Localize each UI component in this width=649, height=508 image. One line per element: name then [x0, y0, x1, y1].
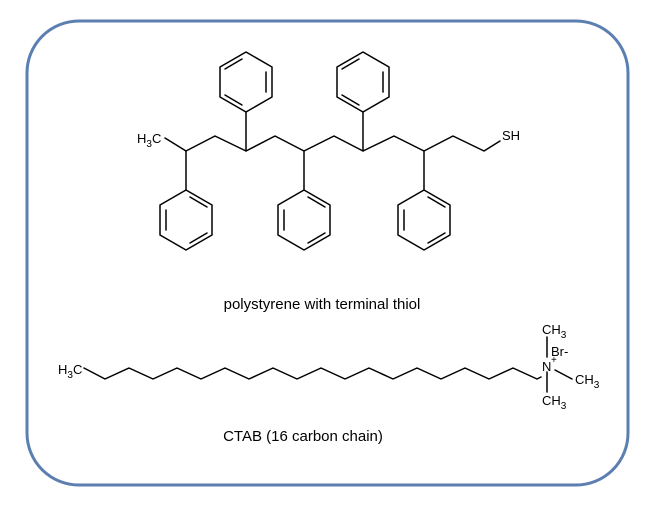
n-methyl-top-label: CH3: [542, 322, 567, 341]
phenyl-ring-3: [277, 189, 331, 251]
ctab-nitrogen-label: N: [542, 359, 551, 374]
ctab-structure: H3C N + Br- CH3 CH3 CH3 CTAB (16 carbon …: [58, 322, 600, 445]
rounded-frame: [25, 19, 630, 487]
thiol-label: SH: [502, 128, 520, 143]
ctab-methyl-label: H3C: [58, 362, 82, 381]
ctab-bromide-label: Br-: [551, 344, 568, 359]
phenyl-ring-1: [159, 189, 213, 251]
ctab-caption: CTAB (16 carbon chain): [223, 428, 383, 445]
ctab-hydrocarbon-chain: [83, 367, 542, 380]
phenyl-ring-4: [336, 51, 390, 113]
polystyrene-caption: polystyrene with terminal thiol: [224, 296, 421, 313]
n-methyl-bottom-label: CH3: [542, 393, 567, 412]
phenyl-ring-2: [219, 51, 273, 113]
polystyrene-methyl-label: H3C: [137, 131, 161, 150]
ctab-nitrogen-charge: +: [551, 355, 557, 366]
polystyrene-backbone: [164, 135, 501, 152]
phenyl-ring-5: [397, 189, 451, 251]
n-methyl-bond-right: [554, 369, 573, 380]
polystyrene-structure: H3C SH polystyrene with terminal thiol: [137, 51, 520, 313]
n-methyl-right-label: CH3: [575, 372, 600, 391]
